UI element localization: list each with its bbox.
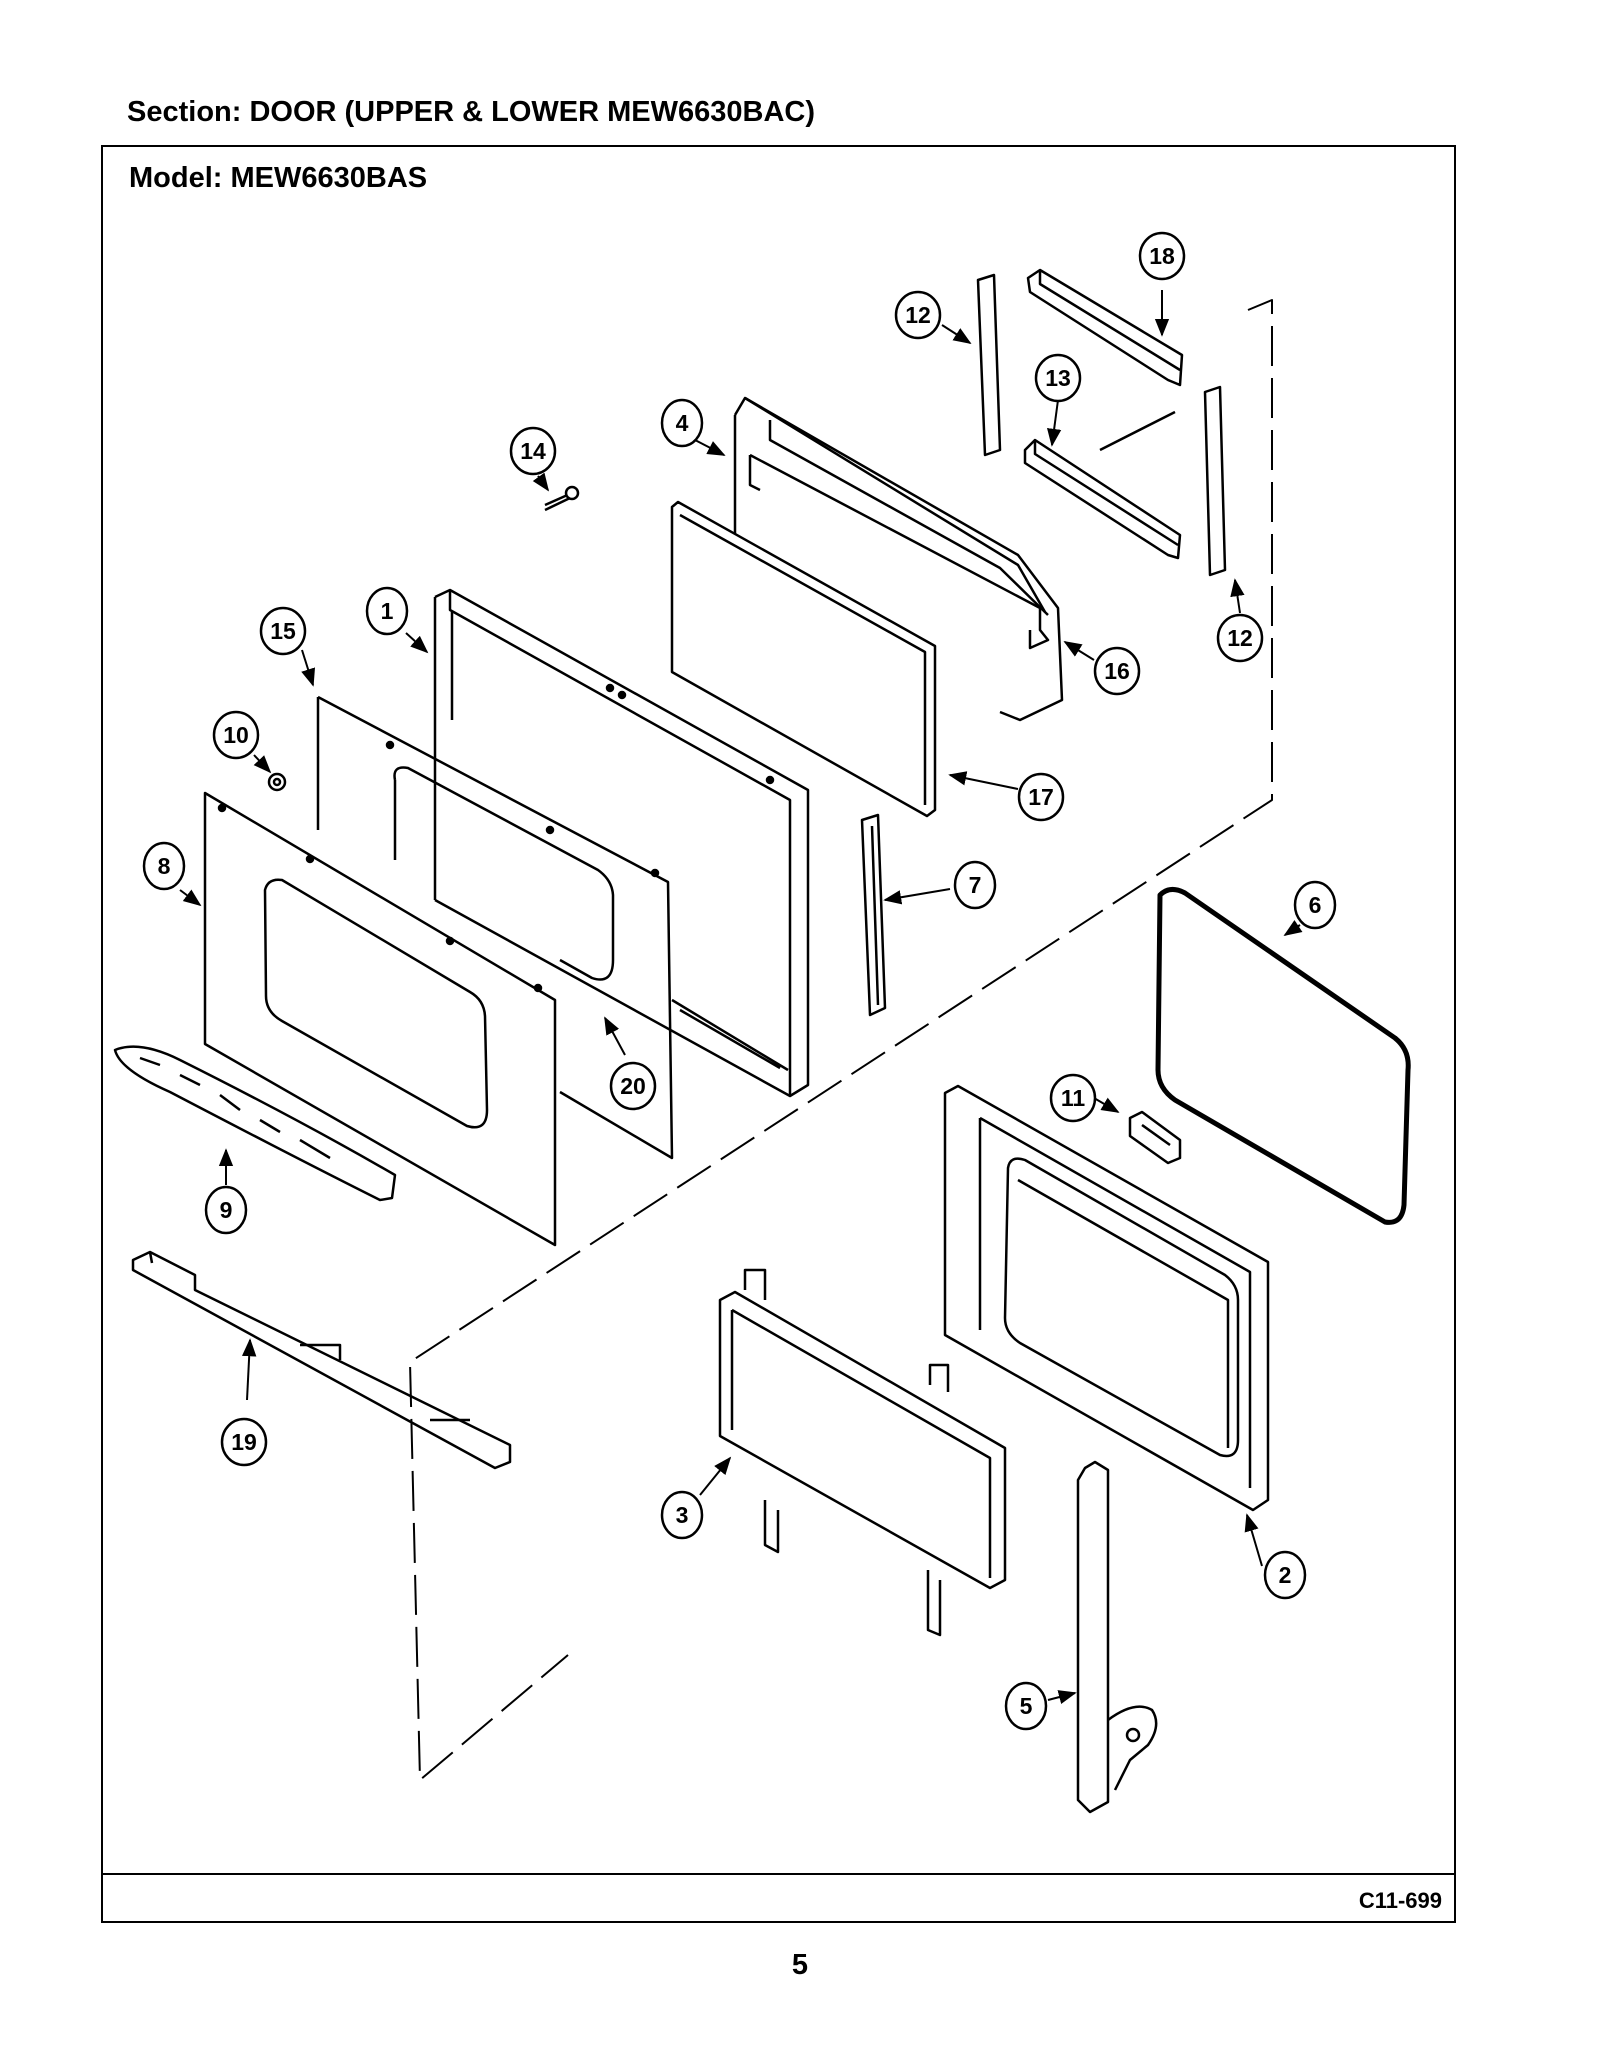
svg-text:3: 3 <box>676 1502 689 1528</box>
svg-text:6: 6 <box>1309 892 1322 918</box>
callout-17: 17 <box>1017 772 1065 822</box>
callout-16: 16 <box>1093 646 1141 696</box>
svg-text:7: 7 <box>969 872 982 898</box>
svg-text:2: 2 <box>1279 1562 1292 1588</box>
callout-8: 8 <box>142 841 186 891</box>
assembly-boundary <box>409 299 1273 1781</box>
part-9-door-handle <box>113 1045 397 1202</box>
callout-13: 13 <box>1034 353 1082 403</box>
svg-text:9: 9 <box>220 1197 233 1223</box>
part-10-nut <box>267 772 287 792</box>
callout-18: 18 <box>1138 231 1186 281</box>
callout-11: 11 <box>1049 1073 1097 1123</box>
part-8-outer-door-panel <box>203 791 557 1247</box>
svg-text:12: 12 <box>905 302 931 328</box>
part-12-insulation-strip-right <box>1203 385 1227 577</box>
callout-3: 3 <box>660 1490 704 1540</box>
callout-7: 7 <box>953 860 997 910</box>
svg-text:17: 17 <box>1028 784 1054 810</box>
part-14-screw <box>544 485 580 512</box>
part-19-bottom-trim <box>131 1250 512 1470</box>
svg-text:15: 15 <box>270 618 296 644</box>
part-3-window-pack <box>718 1268 1007 1637</box>
callout-12-lower: 12 <box>1216 613 1264 663</box>
callout-10: 10 <box>212 710 260 760</box>
page-number: 5 <box>791 1949 809 1981</box>
svg-text:14: 14 <box>520 438 546 464</box>
part-2-inner-door-panel <box>943 1084 1270 1512</box>
model-title: Model: MEW6630BAS <box>129 162 428 194</box>
part-7-hinge-channel <box>860 813 887 1017</box>
callout-6: 6 <box>1293 880 1337 930</box>
part-12-insulation-strip-left <box>976 273 1002 457</box>
callout-15: 15 <box>259 606 307 656</box>
callout-2: 2 <box>1263 1550 1307 1600</box>
callout-9: 9 <box>204 1185 248 1235</box>
svg-text:12: 12 <box>1227 625 1253 651</box>
part-5-door-hinge <box>1076 1460 1158 1814</box>
part-18-top-strip <box>1026 268 1184 387</box>
callout-leaders <box>179 290 1303 1705</box>
callout-5: 5 <box>1004 1681 1048 1731</box>
callout-14: 14 <box>509 426 557 476</box>
footer-divider <box>103 1873 1454 1875</box>
part-11-latch-plate <box>1128 1110 1182 1165</box>
part-1-door-frame <box>433 588 810 1098</box>
section-title: Section: DOOR (UPPER & LOWER MEW6630BAC) <box>127 96 815 128</box>
part-6-door-gasket <box>1155 887 1411 1225</box>
drawing-code: C11-699 <box>1358 1888 1442 1913</box>
part-15-door-liner <box>316 695 674 1160</box>
callout-1: 1 <box>365 586 409 636</box>
callout-12-upper: 12 <box>894 290 942 340</box>
diagram-frame: Model: MEW6630BAS C11-699 <box>101 145 1456 1923</box>
svg-text:13: 13 <box>1045 365 1071 391</box>
callout-4: 4 <box>660 398 704 448</box>
part-17-door-glass <box>670 500 937 818</box>
svg-text:10: 10 <box>223 722 249 748</box>
svg-text:16: 16 <box>1104 658 1130 684</box>
svg-text:20: 20 <box>620 1073 646 1099</box>
svg-text:8: 8 <box>158 853 171 879</box>
svg-text:11: 11 <box>1061 1085 1086 1111</box>
svg-text:19: 19 <box>231 1429 257 1455</box>
part-13-bottom-strip <box>1023 438 1182 560</box>
svg-text:5: 5 <box>1020 1693 1033 1719</box>
svg-text:4: 4 <box>676 410 689 436</box>
callout-19: 19 <box>220 1417 268 1467</box>
svg-text:18: 18 <box>1149 243 1175 269</box>
callout-20: 20 <box>609 1061 657 1111</box>
strip-leader-line <box>1099 410 1176 452</box>
svg-text:1: 1 <box>381 598 394 624</box>
